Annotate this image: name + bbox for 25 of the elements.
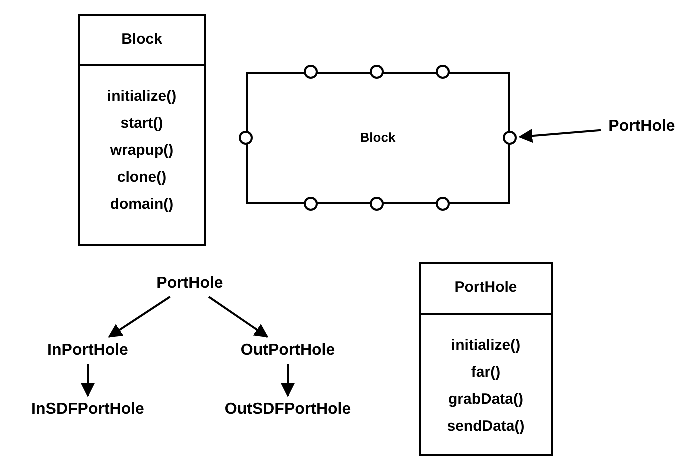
method-name: initialize() — [451, 336, 521, 356]
class-box — [78, 14, 206, 246]
arrow — [518, 129, 602, 144]
class-label: InSDFPortHole — [8, 399, 168, 421]
class-label: OutPortHole — [228, 340, 348, 362]
method-name: grabData() — [448, 390, 524, 410]
arrow — [108, 296, 171, 338]
method-name: sendData() — [447, 417, 525, 437]
class-box — [419, 262, 553, 456]
class-label: PortHole — [603, 116, 681, 138]
class-label: PortHole — [148, 273, 232, 295]
arrow — [281, 364, 295, 398]
arrow — [208, 296, 269, 338]
method-name: wrapup() — [110, 141, 174, 161]
arrow — [81, 364, 95, 398]
method-name: initialize() — [107, 87, 177, 107]
block-label: Block — [360, 129, 396, 148]
method-name: clone() — [117, 168, 167, 188]
class-name: PortHole — [454, 278, 518, 298]
class-name: Block — [122, 30, 162, 50]
method-name: far() — [471, 363, 501, 383]
method-name: start() — [120, 114, 164, 134]
method-name: domain() — [110, 195, 174, 215]
class-label: OutSDFPortHole — [212, 399, 364, 421]
class-label: InPortHole — [36, 340, 140, 362]
